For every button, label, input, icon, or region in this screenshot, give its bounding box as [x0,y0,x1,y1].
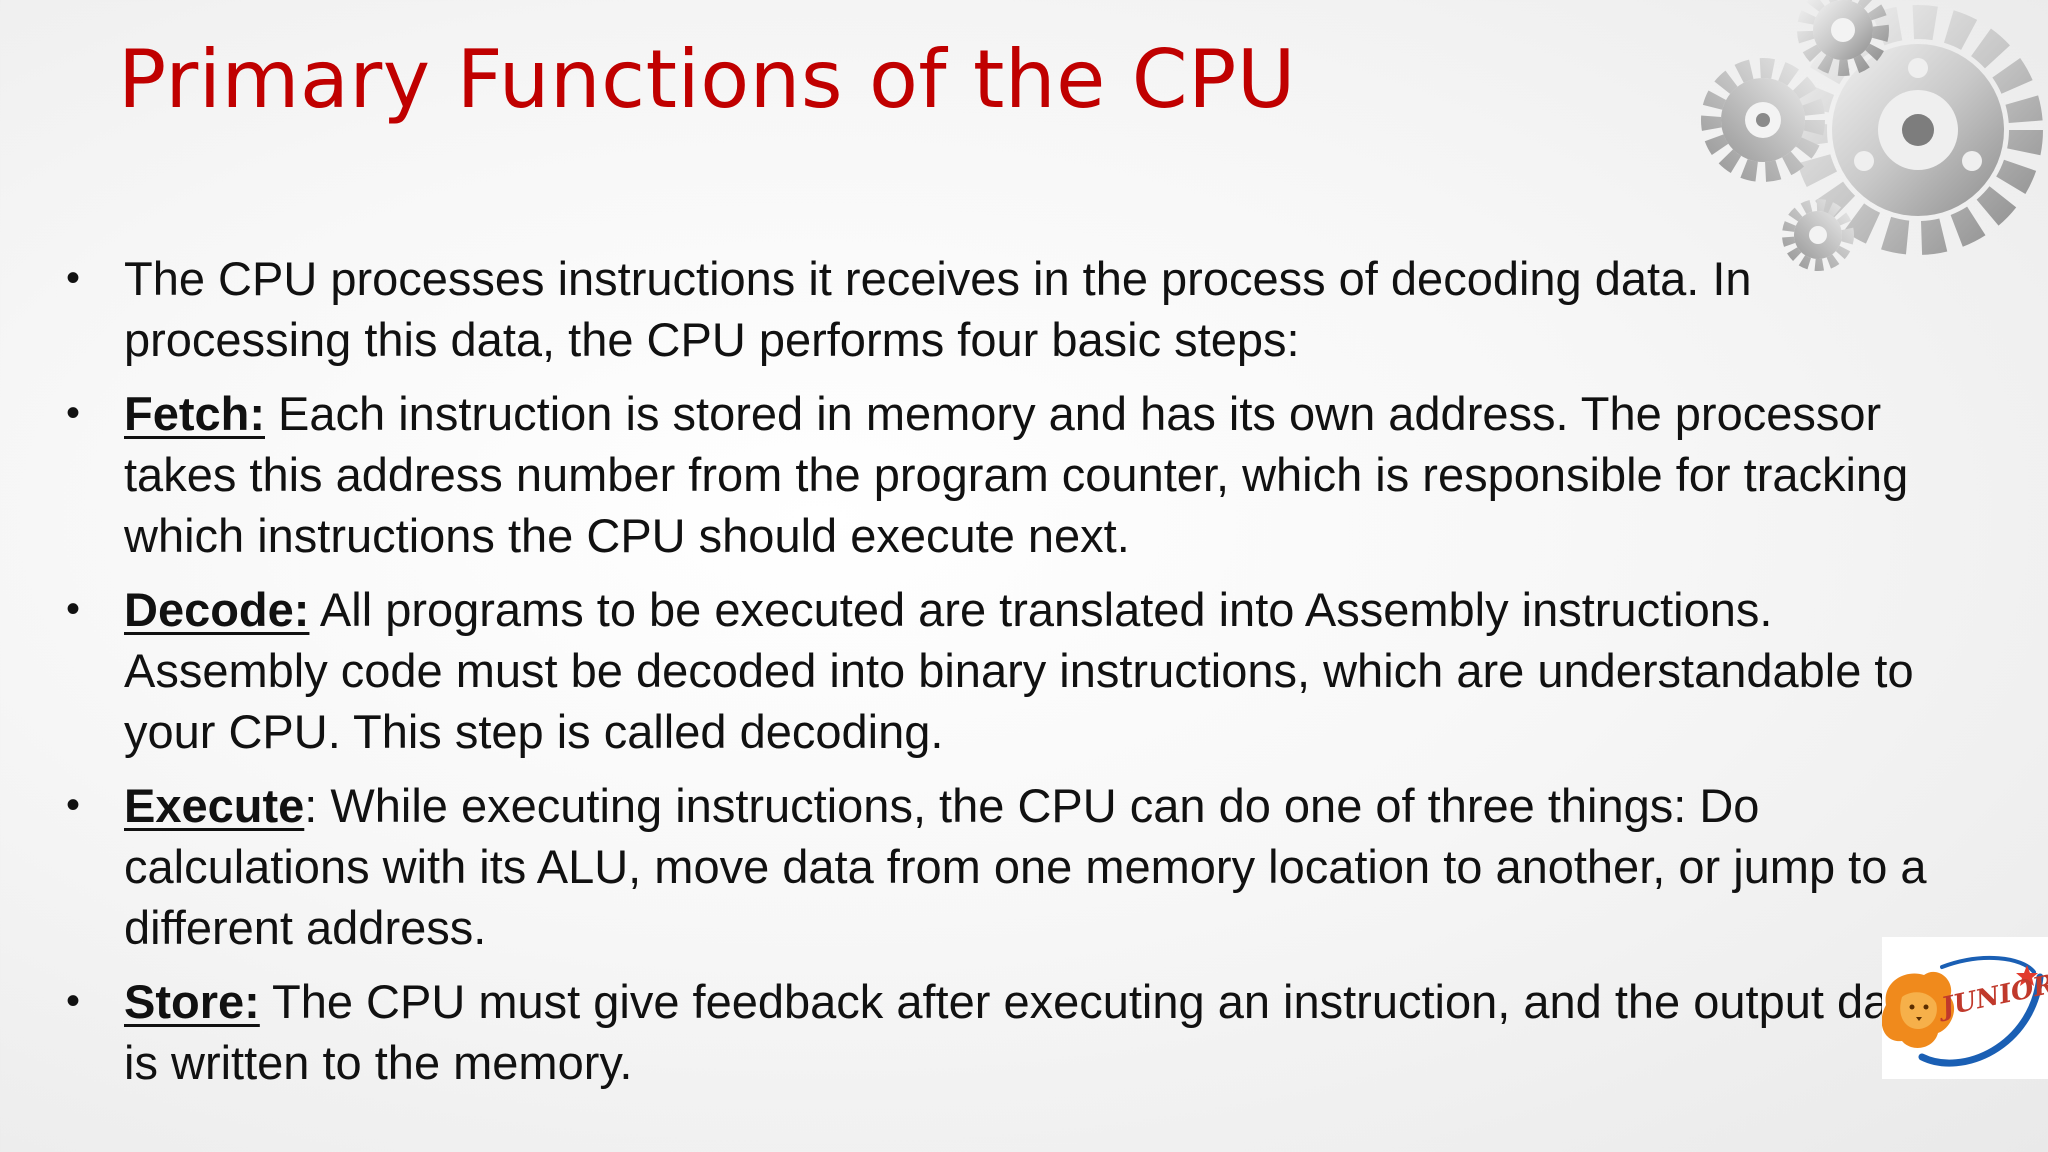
bullet-text: Each instruction is stored in memory and… [124,387,1909,562]
bullet-term: Store: [124,975,260,1028]
bullet-term: Execute [124,779,305,832]
bullet-term: Decode: [124,583,310,636]
bullet-item-decode: • Decode: All programs to be executed ar… [62,579,1942,762]
bullet-separator: : [304,779,318,832]
bullet-text: While executing instructions, the CPU ca… [124,779,1927,954]
bullet-item-fetch: • Fetch: Each instruction is stored in m… [62,383,1942,566]
bullet-list: • The CPU processes instructions it rece… [62,248,1942,1106]
bullet-text: The CPU must give feedback after executi… [124,975,1929,1089]
bullet-marker: • [66,979,81,1023]
bullet-text: The CPU processes instructions it receiv… [124,252,1752,366]
slide-title: Primary Functions of the CPU [118,33,1296,126]
bullet-marker: • [66,783,81,827]
gears-icon [1701,0,2043,271]
bullet-item-store: • Store: The CPU must give feedback afte… [62,971,1942,1093]
bullet-item-intro: • The CPU processes instructions it rece… [62,248,1942,370]
bullet-marker: • [66,391,81,435]
bullet-marker: • [66,256,81,300]
bullet-term: Fetch: [124,387,265,440]
lion-logo-icon [1882,956,2044,1067]
bullet-text: All programs to be executed are translat… [124,583,1914,758]
junior-logo: JUNIOR [1882,937,2048,1079]
bullet-marker: • [66,587,81,631]
bullet-item-execute: • Execute: While executing instructions,… [62,775,1942,958]
